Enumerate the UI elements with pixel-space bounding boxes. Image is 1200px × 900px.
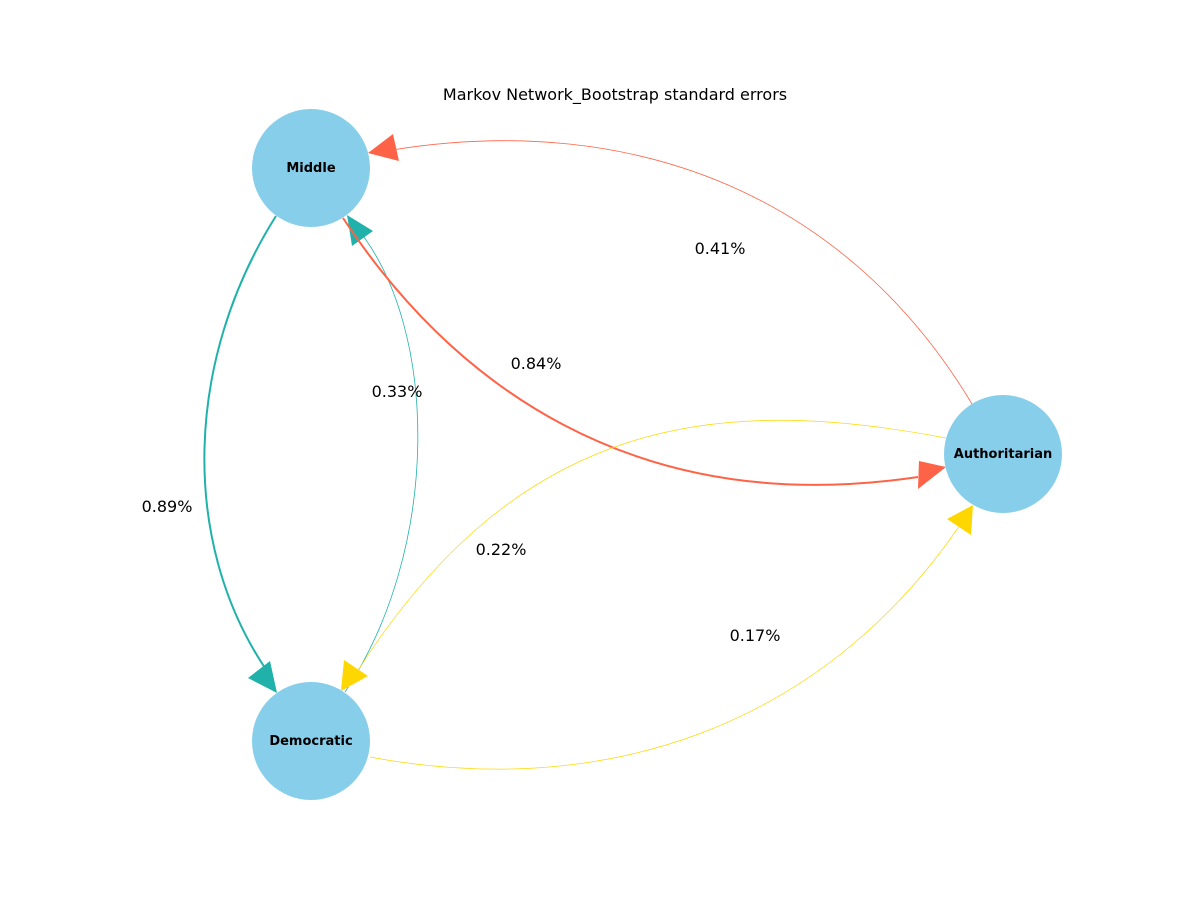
node-authoritarian: Authoritarian bbox=[944, 395, 1062, 513]
edge-path bbox=[344, 227, 419, 693]
edge-authoritarian-to-middle bbox=[368, 134, 973, 405]
node-circle bbox=[252, 682, 370, 800]
edge-label-middle-to-authoritarian: 0.84% bbox=[511, 354, 562, 373]
node-circle bbox=[944, 395, 1062, 513]
edge-democratic-to-authoritarian bbox=[369, 505, 973, 770]
edge-middle-to-democratic bbox=[203, 215, 277, 693]
nodes: Middle Authoritarian Democratic bbox=[252, 109, 1062, 800]
edge-label-democratic-to-middle: 0.33% bbox=[372, 382, 423, 401]
edge-label-authoritarian-to-middle: 0.41% bbox=[695, 239, 746, 258]
arrowhead-icon bbox=[341, 660, 368, 691]
node-label-authoritarian: Authoritarian bbox=[954, 447, 1052, 462]
edge-label-democratic-to-authoritarian: 0.17% bbox=[730, 626, 781, 645]
edge-middle-to-authoritarian bbox=[342, 217, 946, 489]
edge-path bbox=[369, 524, 961, 770]
arrowhead-icon bbox=[248, 661, 277, 693]
node-middle: Middle bbox=[252, 109, 370, 227]
diagram-title: Markov Network_Bootstrap standard errors bbox=[443, 85, 787, 105]
edge-label-middle-to-democratic: 0.89% bbox=[142, 497, 193, 516]
edge-democratic-to-middle bbox=[344, 215, 419, 693]
node-label-democratic: Democratic bbox=[269, 734, 352, 749]
edge-authoritarian-to-democratic bbox=[341, 419, 947, 691]
edge-path bbox=[203, 215, 277, 669]
arrowhead-icon bbox=[368, 134, 399, 161]
node-label-middle: Middle bbox=[286, 161, 335, 176]
node-circle bbox=[252, 109, 370, 227]
arrowhead-icon bbox=[947, 505, 973, 535]
edge-labels: 0.33% 0.89% 0.41% 0.84% 0.22% 0.17% bbox=[142, 239, 781, 645]
edge-path bbox=[342, 217, 919, 486]
edges bbox=[203, 134, 973, 770]
arrowhead-icon bbox=[918, 461, 946, 489]
node-democratic: Democratic bbox=[252, 682, 370, 800]
edge-label-authoritarian-to-democratic: 0.22% bbox=[476, 540, 527, 559]
edge-path bbox=[391, 140, 973, 405]
edge-path bbox=[356, 419, 947, 673]
arrowhead-icon bbox=[347, 215, 373, 246]
